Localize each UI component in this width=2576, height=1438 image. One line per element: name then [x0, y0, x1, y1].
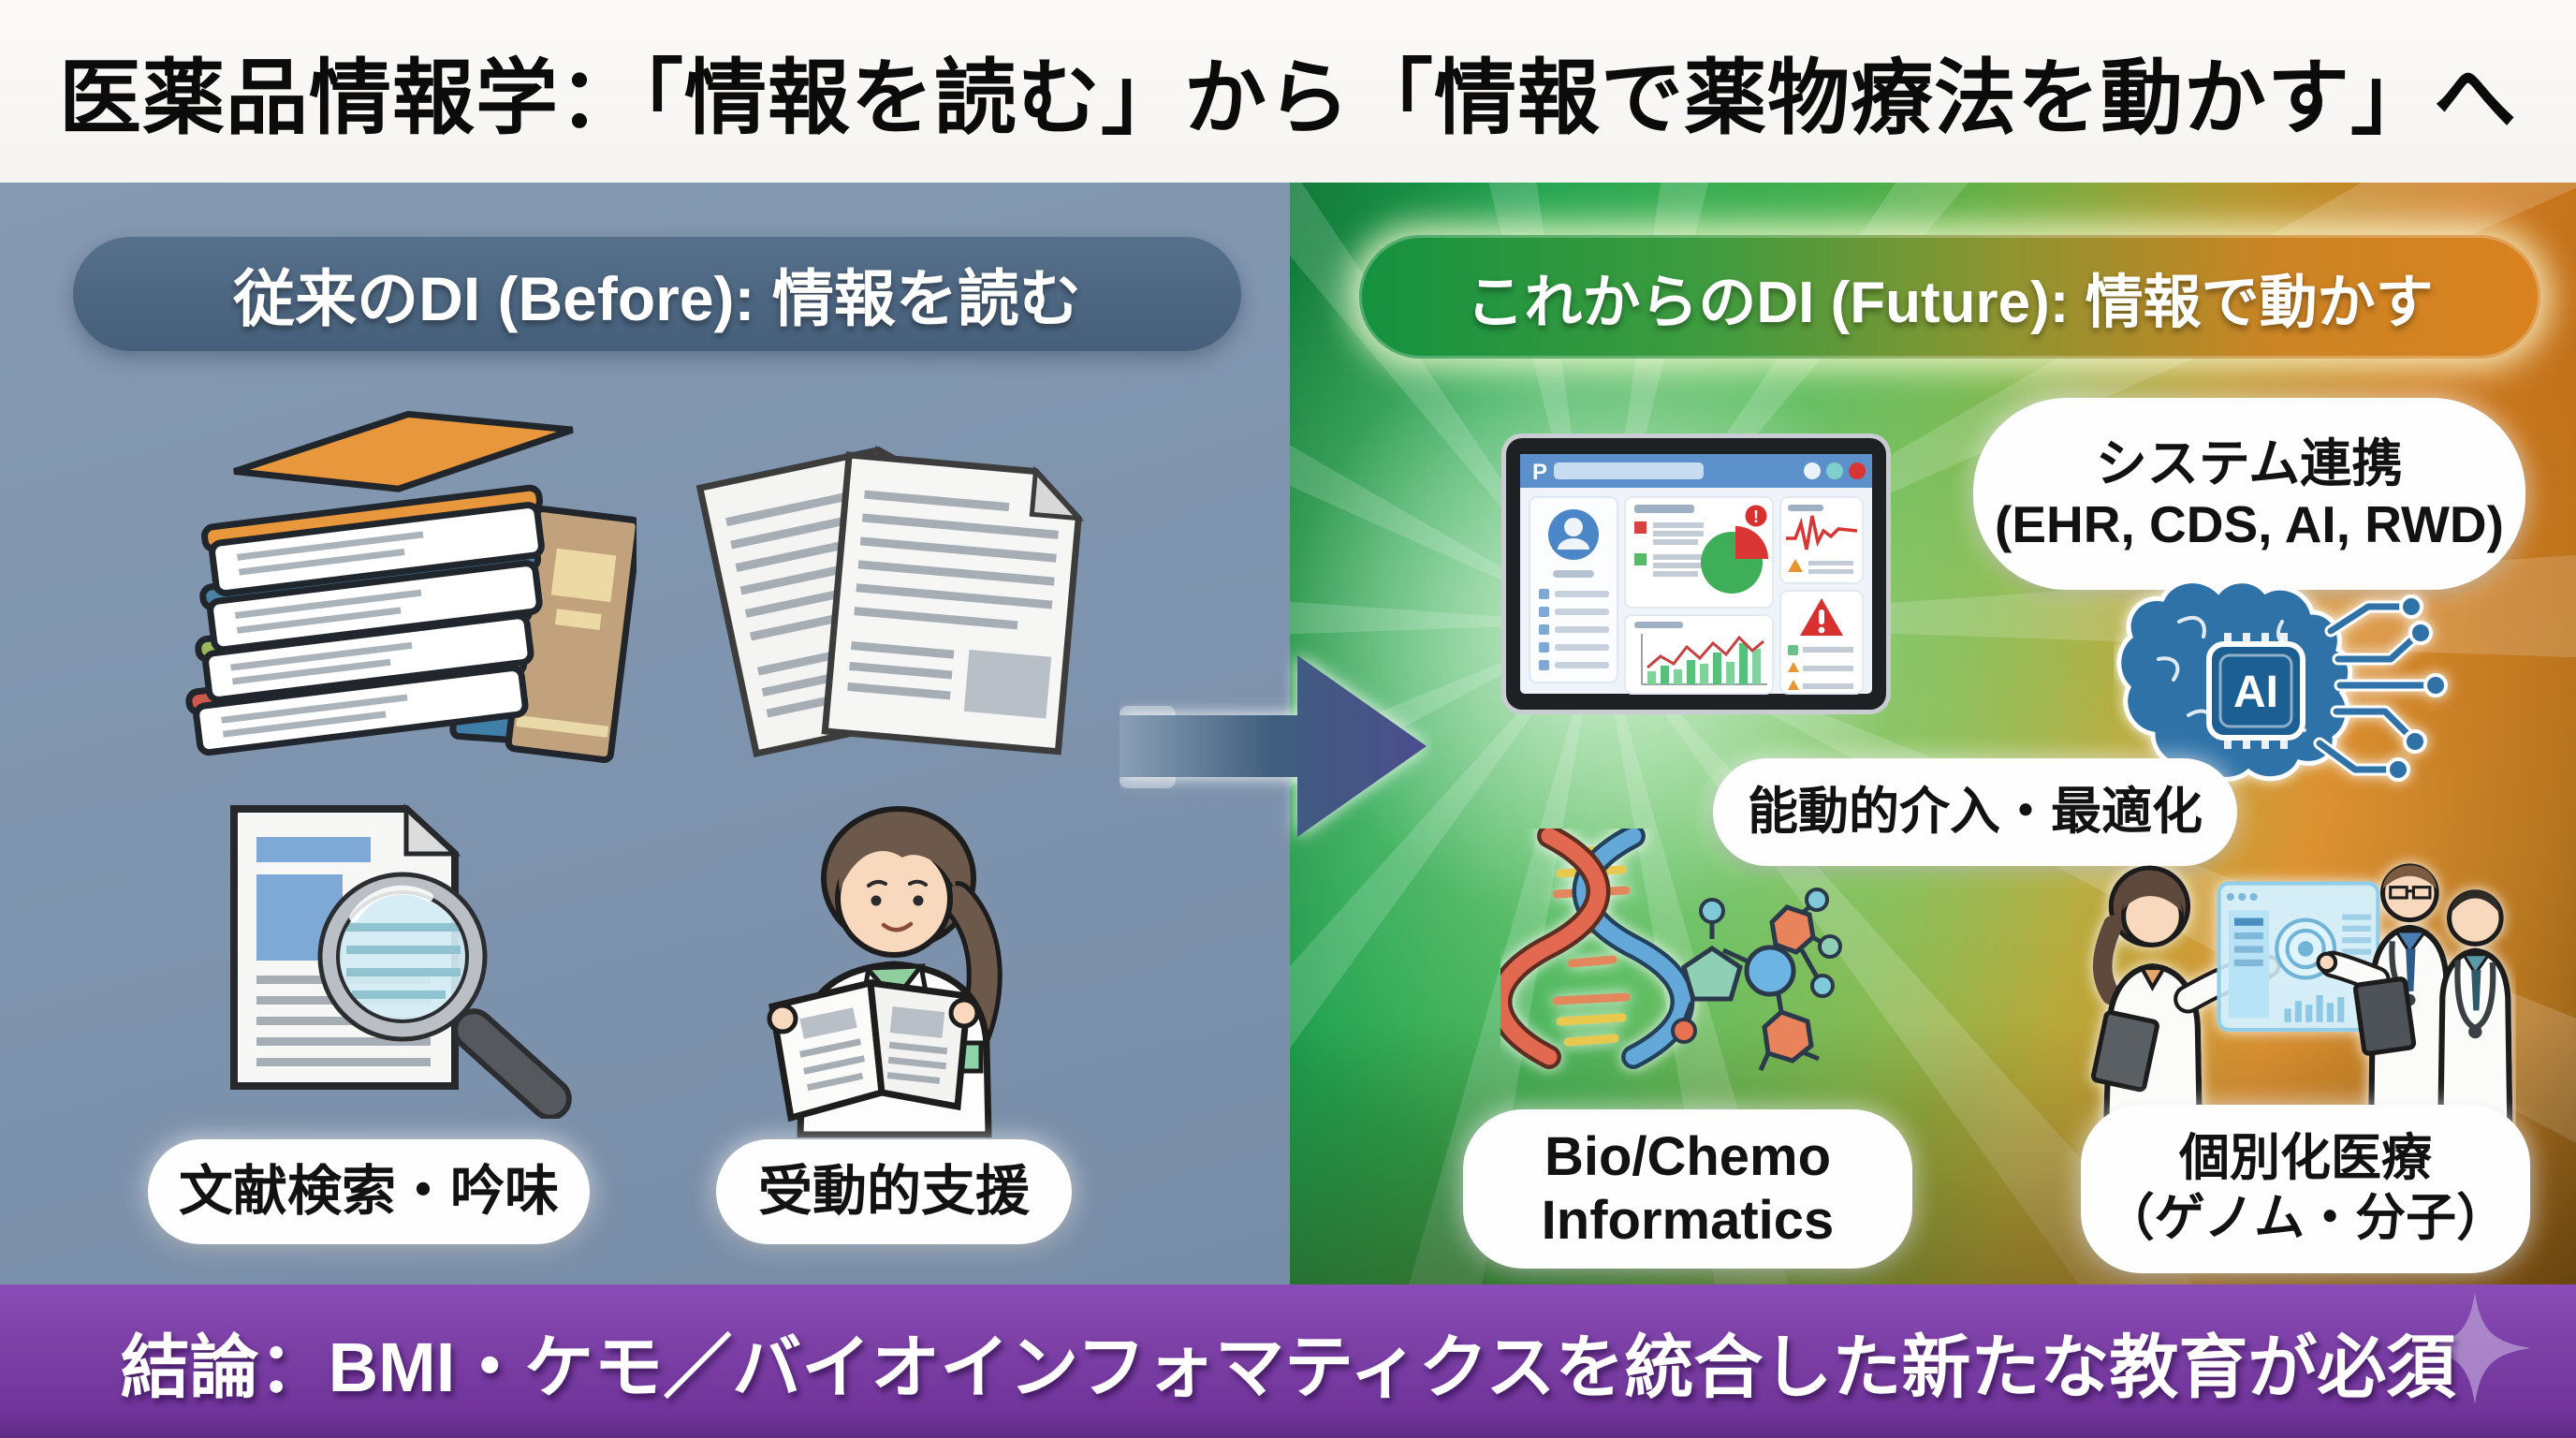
title-banner: 医薬品情報学：「情報を読む」から「情報で薬物療法を動かす」へ [0, 0, 2576, 183]
molecule-structure [1671, 888, 1842, 1072]
documents-icon [695, 445, 1085, 758]
transition-arrow [1120, 642, 1432, 855]
future-header-label: これからのDI (Future): 情報で動かす [1466, 271, 2434, 335]
system-integration-pill: システム連携 (EHR, CDS, AI, RWD) [1973, 398, 2525, 590]
dashboard-tablet-icon: P [1501, 433, 1891, 714]
stacked-books [185, 410, 574, 756]
tablet-top-bar: P [1520, 454, 1872, 488]
dna-molecule-icon [1500, 829, 1842, 1072]
reading-pharmacist-icon [767, 806, 1003, 1137]
svg-text:!: ! [1753, 507, 1759, 526]
passive-caption: 受動的支援 [757, 1160, 1030, 1222]
page-title: 医薬品情報学：「情報を読む」から「情報で薬物療法を動かす」へ [58, 51, 2517, 144]
system-integration-sublabel: (EHR, CDS, AI, RWD) [1995, 494, 2504, 553]
before-header-pill: 従来のDI (Before): 情報を読む [73, 237, 1241, 351]
intervention-label: 能動的介入・最適化 [1748, 783, 2203, 840]
ai-chip-label: AI [2233, 668, 2278, 717]
literature-caption: 文献検索・吟味 [178, 1160, 559, 1222]
system-integration-label: システム連携 [2095, 433, 2404, 492]
personalized-medicine-label: 個別化医療 [2179, 1130, 2432, 1187]
literature-caption-pill: 文献検索・吟味 [148, 1139, 590, 1244]
dna-helix [1500, 829, 1695, 1069]
document-front [821, 451, 1085, 756]
bioinformatics-pill: Bio/Chemo Informatics [1463, 1109, 1912, 1269]
future-header-pill: これからのDI (Future): 情報で動かす [1359, 235, 2540, 359]
personalized-medicine-sublabel: （ゲノム・分子） [2103, 1190, 2508, 1246]
hologram-bar-chart [2284, 994, 2345, 1022]
doctors-group [2090, 863, 2513, 1128]
conclusion-text: 結論：BMI・ケモ／バイオインフォマティクスを統合した新たな教育が必須 [120, 1328, 2456, 1406]
patient-sidebar-card [1529, 496, 1618, 683]
circuit-traces [2313, 594, 2448, 782]
conclusion-banner: 結論：BMI・ケモ／バイオインフォマティクスを統合した新たな教育が必須 [0, 1284, 2576, 1438]
future-panel: これからのDI (Future): 情報で動かす P [1290, 183, 2576, 1284]
arrow-shape [1120, 655, 1427, 837]
bioinformatics-label-line2: Informatics [1541, 1190, 1835, 1251]
brain-shape: AI [2116, 579, 2448, 782]
hologram-screen [2217, 881, 2380, 1033]
alerts-card [1779, 590, 1864, 695]
sparkle-icon [2419, 1292, 2531, 1404]
bar-chart [1647, 643, 1761, 684]
light-rays [1290, 183, 2576, 1284]
bar-chart-card [1624, 614, 1774, 695]
ai-brain-circuit-icon: AI [2116, 579, 2448, 782]
ecg-card [1779, 496, 1864, 584]
open-leaflet [767, 978, 980, 1123]
bioinformatics-label-line1: Bio/Chemo [1544, 1125, 1832, 1187]
intervention-pill: 能動的介入・最適化 [1713, 758, 2237, 866]
pie-chart-card: ! [1624, 496, 1774, 609]
literature-search-icon [230, 803, 572, 1119]
ecg-line [1786, 515, 1858, 550]
magnifier-icon [317, 872, 572, 1119]
floor-shade [1290, 183, 2576, 1284]
passive-caption-pill: 受動的支援 [716, 1139, 1072, 1244]
trend-line [1647, 635, 1764, 669]
alert-icon [1742, 502, 1770, 530]
personalized-medicine-pill: 個別化医療 （ゲノム・分子） [2081, 1105, 2530, 1273]
before-header-label: 従来のDI (Before): 情報を読む [233, 264, 1081, 333]
before-panel: 従来のDI (Before): 情報を読む [0, 183, 1290, 1284]
doctors-hologram-icon [2090, 863, 2513, 1128]
warning-triangle-small [1788, 559, 1803, 572]
books-icon [185, 410, 637, 764]
tablet-logo: P [1532, 460, 1547, 485]
